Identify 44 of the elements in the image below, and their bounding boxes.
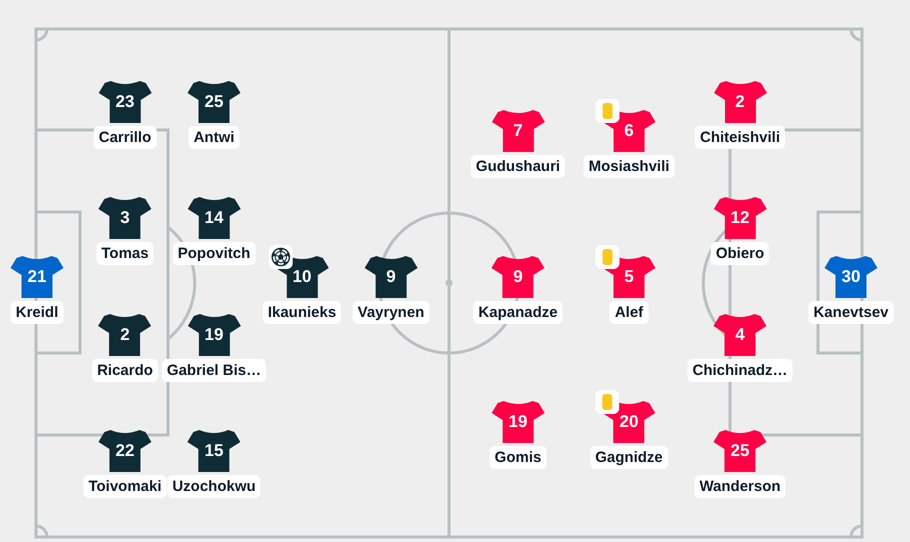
player-name: Kapanadze: [473, 301, 563, 324]
shirt-number: 5: [624, 267, 634, 286]
player-name: Chiteishvili: [694, 126, 786, 149]
player-name: Ricardo: [92, 359, 158, 382]
player-name: Vayrynen: [352, 301, 430, 324]
player-name: Gomis: [490, 446, 546, 469]
shirt-number: 21: [28, 267, 46, 286]
shirt-number: 12: [730, 208, 750, 227]
player-name: Ikaunieks: [262, 301, 342, 324]
shirt-number: 23: [116, 92, 134, 111]
player-name: Alef: [610, 301, 648, 324]
shirt-number: 2: [120, 325, 130, 344]
shirt-number: 3: [120, 208, 130, 227]
player-name: Mosiashvili: [584, 155, 674, 178]
player-name: Popovitch: [172, 242, 256, 265]
shirt-number: 20: [620, 412, 638, 431]
shirt-number: 2: [735, 92, 745, 111]
shirt-number: 6: [624, 121, 634, 140]
player-name: Wanderson: [694, 475, 786, 498]
shirt-number: 19: [204, 325, 224, 344]
shirt-number: 7: [513, 121, 523, 140]
player-name: Chichinadz…: [688, 359, 792, 382]
shirt-number: 30: [842, 267, 860, 286]
player-name: Kanevtsev: [808, 301, 894, 324]
player-name: Tomas: [96, 242, 154, 265]
shirt-number: 14: [204, 208, 224, 227]
player-name: Antwi: [188, 126, 240, 149]
player-name: Gagnidze: [590, 446, 668, 469]
shirt-number: 19: [508, 412, 528, 431]
player-name: Uzochokwu: [167, 475, 261, 498]
shirt-number: 25: [204, 92, 224, 111]
player-name: Gudushauri: [470, 155, 566, 178]
player-name: Gabriel Bis…: [162, 359, 266, 382]
player-name: Obiero: [710, 242, 770, 265]
player-name: Toivomaki: [83, 475, 167, 498]
shirt-number: 15: [204, 441, 224, 460]
shirt-number: 9: [513, 267, 523, 286]
shirt-number: 9: [386, 267, 396, 286]
shirt-number: 10: [292, 267, 312, 286]
shirt-number: 4: [735, 325, 745, 344]
player-name: Carrillo: [94, 126, 156, 149]
shirt-number: 22: [116, 441, 134, 460]
shirt-number: 25: [730, 441, 750, 460]
player-name: Kreidl: [10, 301, 64, 324]
